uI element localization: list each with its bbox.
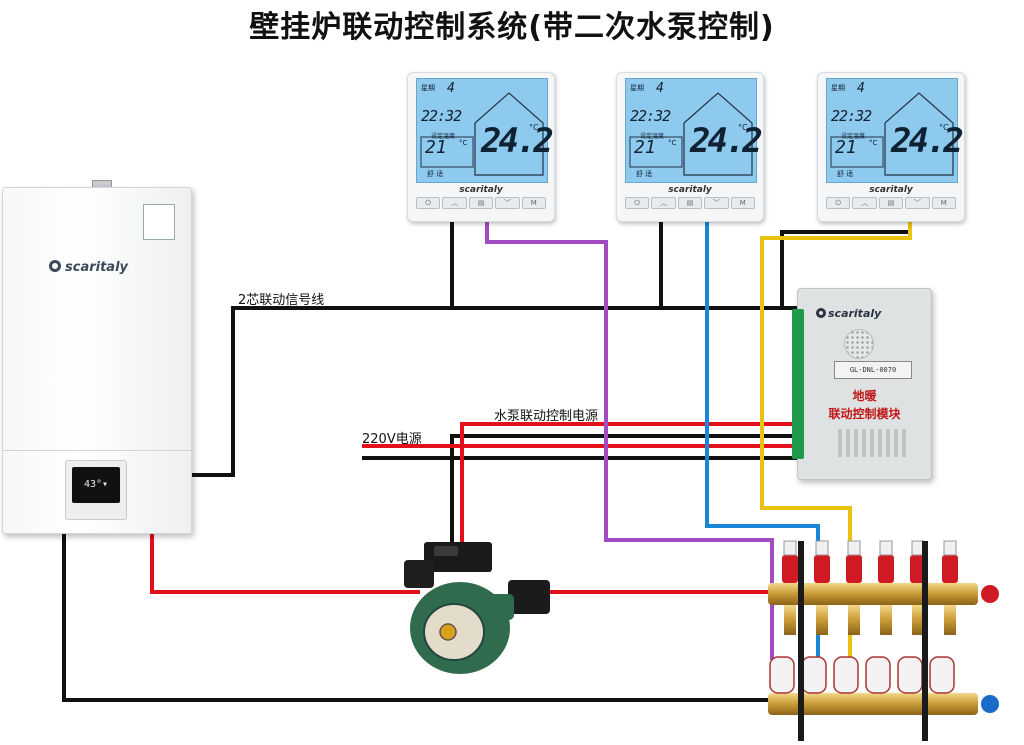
thermostat1-purple-wire [485, 218, 774, 660]
pump-black-wire [450, 434, 808, 548]
day-value: 4 [447, 81, 455, 96]
thermostat-brand: scaritaly [668, 185, 712, 195]
mode-label: 舒 适 [837, 170, 854, 178]
power-button[interactable]: ⏻ [416, 197, 441, 209]
up-button[interactable]: ︿ [852, 197, 877, 209]
clock-time: 22:32 [421, 107, 462, 125]
return-black-wire [62, 532, 780, 702]
mode-button[interactable]: M [931, 197, 957, 209]
room-temp-value: 24.2 [481, 121, 554, 161]
thermostat-buttons: ⏻ ︿ ▤ ﹀ M [625, 197, 756, 209]
set-temp-unit: °C [459, 139, 468, 147]
room-temp-unit: °C [939, 123, 949, 132]
mains-power-label: 220V电源 [362, 432, 422, 447]
thermostat-2: 星期 4 22:32 设定温度 21 °C 24.2 °C 舒 适 scarit… [616, 72, 764, 222]
day-value: 4 [656, 81, 664, 96]
room-temp-value: 24.2 [690, 121, 763, 161]
day-label: 星期 [630, 84, 644, 92]
module-brand: scaritaly [828, 307, 882, 320]
terminal-block [792, 309, 804, 459]
mode-button[interactable]: M [730, 197, 756, 209]
manifold-icon [768, 540, 999, 741]
brand-logo-icon [49, 260, 61, 272]
module-title-line1: 地暖 [852, 389, 877, 403]
mode-label: 舒 适 [636, 170, 653, 178]
thermostat-buttons: ⏻ ︿ ▤ ﹀ M [826, 197, 957, 209]
up-button[interactable]: ︿ [442, 197, 467, 209]
house-outline-icon [629, 92, 753, 176]
room-temp-unit: °C [529, 123, 539, 132]
boiler-brand: scaritaly [65, 260, 129, 275]
supply-red-pipe-left [150, 532, 420, 594]
day-label: 星期 [421, 84, 435, 92]
mode-button[interactable]: M [521, 197, 547, 209]
power-button[interactable]: ⏻ [826, 197, 851, 209]
menu-button[interactable]: ▤ [878, 197, 904, 209]
linkage-control-module: scaritaly GL-DNL-0070 地暖 联动控制模块 [792, 288, 932, 480]
set-temp-label: 设定温度 [431, 133, 456, 140]
menu-button[interactable]: ▤ [677, 197, 703, 209]
speaker-grille-icon [844, 329, 874, 359]
clock-time: 22:32 [831, 107, 872, 125]
down-button[interactable]: ﹀ [495, 197, 520, 209]
power-button[interactable]: ⏻ [625, 197, 650, 209]
brand-logo-icon [816, 308, 826, 318]
thermostat-screen: 星期 4 22:32 设定温度 21 °C 24.2 °C 舒 适 [416, 78, 554, 183]
clock-time: 22:32 [630, 107, 671, 125]
pump-power-label: 水泵联动控制电源 [494, 409, 599, 424]
boiler-display: 43°▾ [72, 467, 120, 503]
module-vent [838, 429, 910, 457]
module-title-line2: 联动控制模块 [828, 407, 901, 421]
thermostat-buttons: ⏻ ︿ ▤ ﹀ M [416, 197, 547, 209]
set-temp-unit: °C [869, 139, 878, 147]
house-outline-icon [830, 92, 954, 176]
signal-line-label: 2芯联动信号线 [238, 293, 325, 308]
thermostat-screen: 星期 4 22:32 设定温度 21 °C 24.2 °C 舒 适 [826, 78, 964, 183]
day-label: 星期 [831, 84, 845, 92]
set-temp-unit: °C [668, 139, 677, 147]
water-pump-icon [404, 542, 550, 674]
pump-red-wire [460, 422, 808, 548]
down-button[interactable]: ﹀ [905, 197, 930, 209]
thermostat-1: 星期 4 22:32 设定温度 21 °C 24.2 °C 舒 适 scarit… [407, 72, 555, 222]
module-model-label: GL-DNL-0070 [834, 361, 912, 379]
set-temp-value: 21 [425, 137, 447, 158]
set-temp-value: 21 [835, 137, 857, 158]
thermostat-3: 星期 4 22:32 设定温度 21 °C 24.2 °C 舒 适 scarit… [817, 72, 965, 222]
down-button[interactable]: ﹀ [704, 197, 729, 209]
thermostat-brand: scaritaly [459, 185, 503, 195]
set-temp-label: 设定温度 [640, 133, 665, 140]
thermostat-brand: scaritaly [869, 185, 913, 195]
thermostat-screen: 星期 4 22:32 设定温度 21 °C 24.2 °C 舒 适 [625, 78, 763, 183]
house-outline-icon [420, 92, 544, 176]
thermostat3-yellow-wire [760, 218, 912, 660]
room-temp-unit: °C [738, 123, 748, 132]
day-value: 4 [857, 81, 865, 96]
boiler-control-panel: 43°▾ [65, 460, 127, 520]
mode-label: 舒 适 [427, 170, 444, 178]
up-button[interactable]: ︿ [651, 197, 676, 209]
wall-boiler: scaritaly 43°▾ [2, 187, 192, 534]
signal-wire-boiler [188, 306, 808, 477]
boiler-panel-divider [3, 450, 191, 451]
menu-button[interactable]: ▤ [468, 197, 494, 209]
set-temp-value: 21 [634, 137, 656, 158]
set-temp-label: 设定温度 [841, 133, 866, 140]
diagram-title: 壁挂炉联动控制系统(带二次水泵控制) [249, 10, 775, 45]
room-temp-value: 24.2 [891, 121, 964, 161]
boiler-label-sticker [143, 204, 175, 240]
